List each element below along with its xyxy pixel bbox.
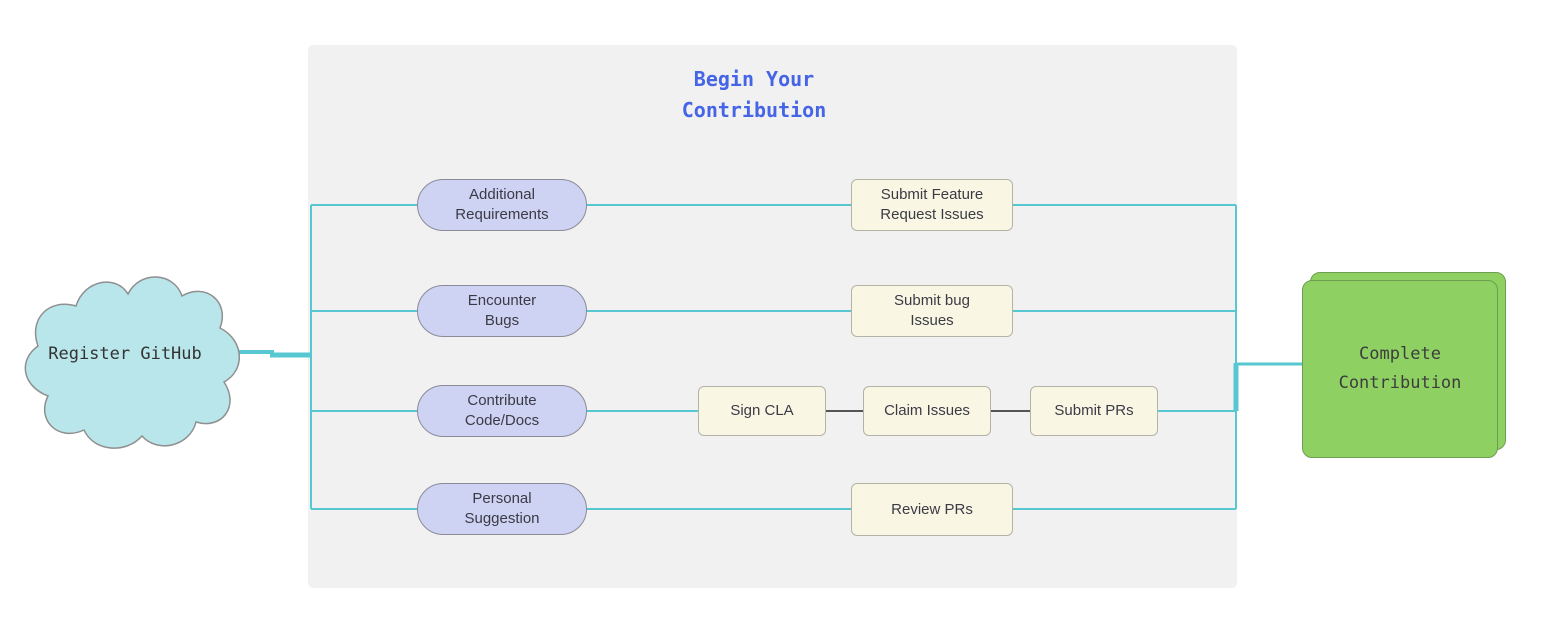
task-node-review-prs[interactable]: Review PRs <box>851 483 1013 536</box>
task-node-submit-bug-issues[interactable]: Submit bug Issues <box>851 285 1013 337</box>
end-node-complete-contribution[interactable]: Complete Contribution <box>1302 280 1498 458</box>
task-node-submit-feature-request-issues[interactable]: Submit Feature Request Issues <box>851 179 1013 231</box>
start-node-label: Register GitHub <box>48 344 202 364</box>
start-node-cloud[interactable]: Register GitHub <box>10 254 240 454</box>
source-node-additional-requirements[interactable]: Additional Requirements <box>417 179 587 231</box>
task-node-sign-cla[interactable]: Sign CLA <box>698 386 826 436</box>
source-node-contribute-code-docs[interactable]: Contribute Code/Docs <box>417 385 587 437</box>
task-node-submit-prs[interactable]: Submit PRs <box>1030 386 1158 436</box>
source-node-encounter-bugs[interactable]: Encounter Bugs <box>417 285 587 337</box>
task-node-claim-issues[interactable]: Claim Issues <box>863 386 991 436</box>
source-node-personal-suggestion[interactable]: Personal Suggestion <box>417 483 587 535</box>
group-title: Begin Your Contribution <box>681 67 827 122</box>
cloud-shape <box>24 276 240 449</box>
